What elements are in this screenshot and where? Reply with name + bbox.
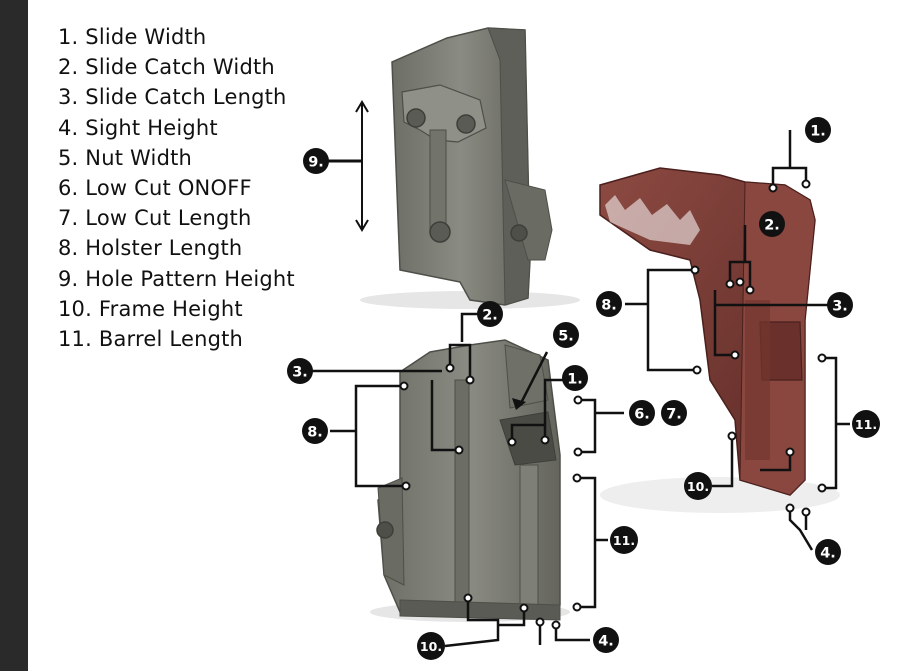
svg-text:11.: 11. [613,533,635,548]
legend-item-2: 2. Slide Catch Width [58,55,275,80]
svg-text:1.: 1. [567,372,583,388]
arrow-5-head [512,398,526,410]
svg-text:6.: 6. [634,407,650,423]
svg-text:11.: 11. [855,417,877,432]
anchor-points [399,179,827,630]
left-sidebar-strip [0,0,28,671]
badge-8-pistol: 8. [596,291,622,317]
legend-item-7: 7. Low Cut Length [58,206,252,231]
badge-11-holster: 11. [610,526,638,554]
svg-text:9.: 9. [308,155,324,171]
badge-3-pistol: 3. [827,292,853,318]
svg-text:5.: 5. [558,329,574,345]
badge-7-holster: 7. [661,400,687,426]
legend-item-3: 3. Slide Catch Length [58,85,287,110]
legend-item-1: 1. Slide Width [58,25,207,49]
badge-2-holster: 2. [477,301,503,327]
badge-3-holster: 3. [287,358,313,384]
badge-4-pistol: 4. [815,539,841,565]
badge-10-holster: 10. [417,632,445,660]
legend-item-4: 4. Sight Height [58,115,218,140]
legend-item-9: 9. Hole Pattern Height [58,266,295,291]
svg-text:4.: 4. [820,546,836,562]
badge-11-pistol: 11. [852,410,880,438]
badge-2-pistol: 2. [759,211,785,237]
top-holster-back-view [360,27,580,309]
svg-text:10.: 10. [687,479,709,494]
legend-item-8: 8. Holster Length [58,236,243,261]
svg-text:4.: 4. [598,634,614,650]
svg-text:2.: 2. [764,218,780,234]
legend-item-10: 10. Frame Height [58,296,243,321]
badge-1-holster: 1. [562,365,588,391]
badge-9: 9. [303,148,329,174]
legend-item-5: 5. Nut Width [58,145,193,170]
legend-item-6: 6. Low Cut ONOFF [58,176,252,201]
badge-5-holster: 5. [553,322,579,348]
badge-8-holster: 8. [302,418,328,444]
parameter-legend: 1. Slide Width 2. Slide Catch Width 3. S… [58,22,295,354]
legend-item-11: 11. Barrel Length [58,327,244,352]
badge-6-holster: 6. [629,400,655,426]
svg-text:8.: 8. [307,425,323,441]
badge-10-pistol: 10. [684,472,712,500]
callout-lines [305,130,850,648]
svg-text:3.: 3. [832,299,848,315]
callout-9-hole-pattern-height [328,100,369,232]
svg-text:7.: 7. [666,407,682,423]
svg-text:2.: 2. [482,308,498,324]
svg-text:3.: 3. [292,365,308,381]
svg-text:10.: 10. [420,639,442,654]
svg-text:8.: 8. [601,298,617,314]
pistol-model [599,167,840,513]
badge-4-holster: 4. [593,627,619,653]
badge-1-pistol: 1. [805,117,831,143]
svg-text:1.: 1. [810,124,826,140]
